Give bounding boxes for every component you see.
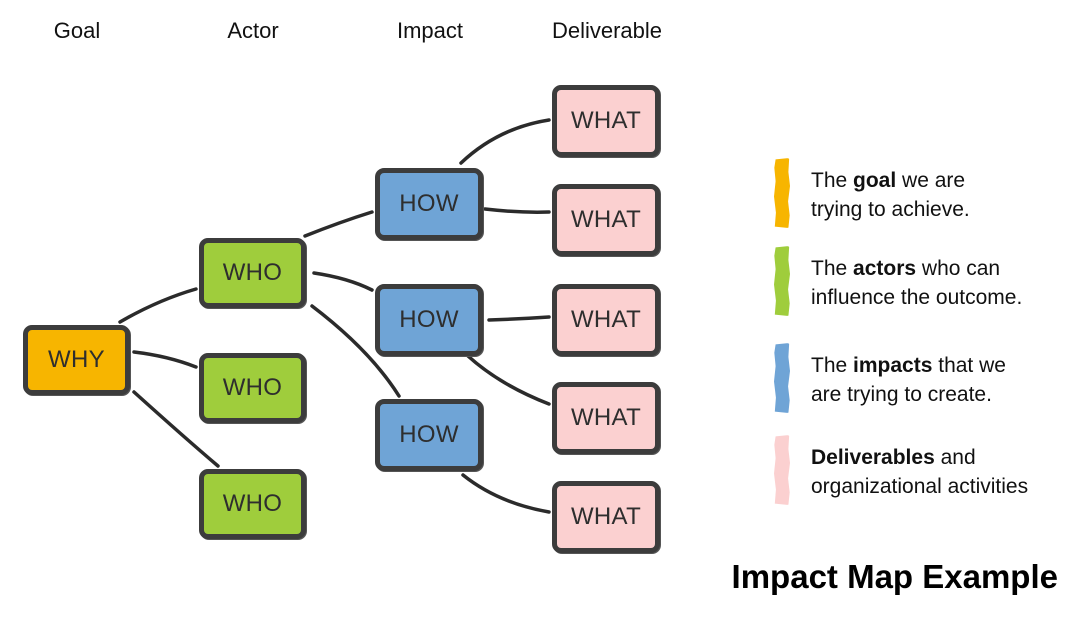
legend-text-bold: actors	[853, 257, 917, 280]
link-how3-what5	[461, 473, 551, 514]
node-how-1: HOW	[375, 168, 483, 240]
legend-text-deliverables: Deliverables and organizational activiti…	[811, 443, 1028, 501]
link-who1-how3	[310, 304, 401, 398]
node-what-4: WHAT	[552, 382, 660, 454]
legend-swatch-impacts	[774, 343, 790, 413]
link-why-who3	[132, 390, 220, 468]
legend-text-line2: trying to achieve.	[811, 198, 970, 221]
link-why-who1	[118, 287, 198, 324]
legend-swatch-actors	[774, 246, 790, 316]
node-what-2: WHAT	[552, 184, 660, 256]
node-what-1: WHAT	[552, 85, 660, 157]
column-header-impact: Impact	[396, 18, 464, 43]
legend-text-goal: The goal we are trying to achieve.	[811, 166, 970, 224]
legend-swatch-goal	[774, 158, 790, 228]
legend-text-post: that we	[932, 354, 1006, 377]
node-who-3: WHO	[199, 469, 306, 539]
node-what-3: WHAT	[552, 284, 660, 356]
legend-text-bold: goal	[853, 169, 897, 192]
column-header-goal: Goal	[53, 18, 101, 43]
node-why: WHY	[23, 325, 130, 395]
node-what-5: WHAT	[552, 481, 660, 553]
legend-item-actors: The actors who can influence the outcome…	[774, 246, 1084, 316]
column-header-actor: Actor	[227, 18, 279, 43]
legend-text-bold: Deliverables	[811, 446, 935, 469]
legend-item-deliverables: Deliverables and organizational activiti…	[774, 435, 1084, 505]
legend-text-line2: influence the outcome.	[811, 286, 1023, 309]
legend-item-impacts: The impacts that we are trying to create…	[774, 343, 1084, 413]
legend-text-pre: The	[811, 257, 854, 280]
node-how-2: HOW	[375, 284, 483, 356]
node-who-2: WHO	[199, 353, 306, 423]
link-how2-what4	[466, 354, 551, 406]
legend-text-post: and	[934, 446, 976, 469]
legend-text-post: who can	[916, 257, 1001, 280]
link-how2-what3	[487, 315, 551, 322]
legend-text-bold: impacts	[853, 354, 933, 377]
column-header-deliverable: Deliverable	[551, 18, 663, 43]
node-who-1: WHO	[199, 238, 306, 308]
link-how1-what2	[483, 207, 551, 214]
diagram-title: Impact Map Example	[731, 558, 1058, 595]
node-how-3: HOW	[375, 399, 483, 471]
legend-text-line2: are trying to create.	[811, 383, 992, 406]
legend-text-impacts: The impacts that we are trying to create…	[811, 351, 1006, 409]
link-why-who2	[132, 350, 198, 369]
legend-text-line2: organizational activities	[811, 475, 1029, 498]
legend-item-goal: The goal we are trying to achieve.	[774, 158, 1084, 228]
link-who1-how2	[312, 271, 374, 292]
legend-text-pre: The	[811, 354, 854, 377]
legend-text-post: we are	[896, 169, 966, 192]
link-how1-what1	[459, 118, 551, 165]
legend-text-actors: The actors who can influence the outcome…	[811, 254, 1022, 312]
link-who1-how1	[303, 210, 374, 238]
legend-text-pre: The	[811, 169, 854, 192]
legend-swatch-deliverables	[774, 435, 790, 505]
